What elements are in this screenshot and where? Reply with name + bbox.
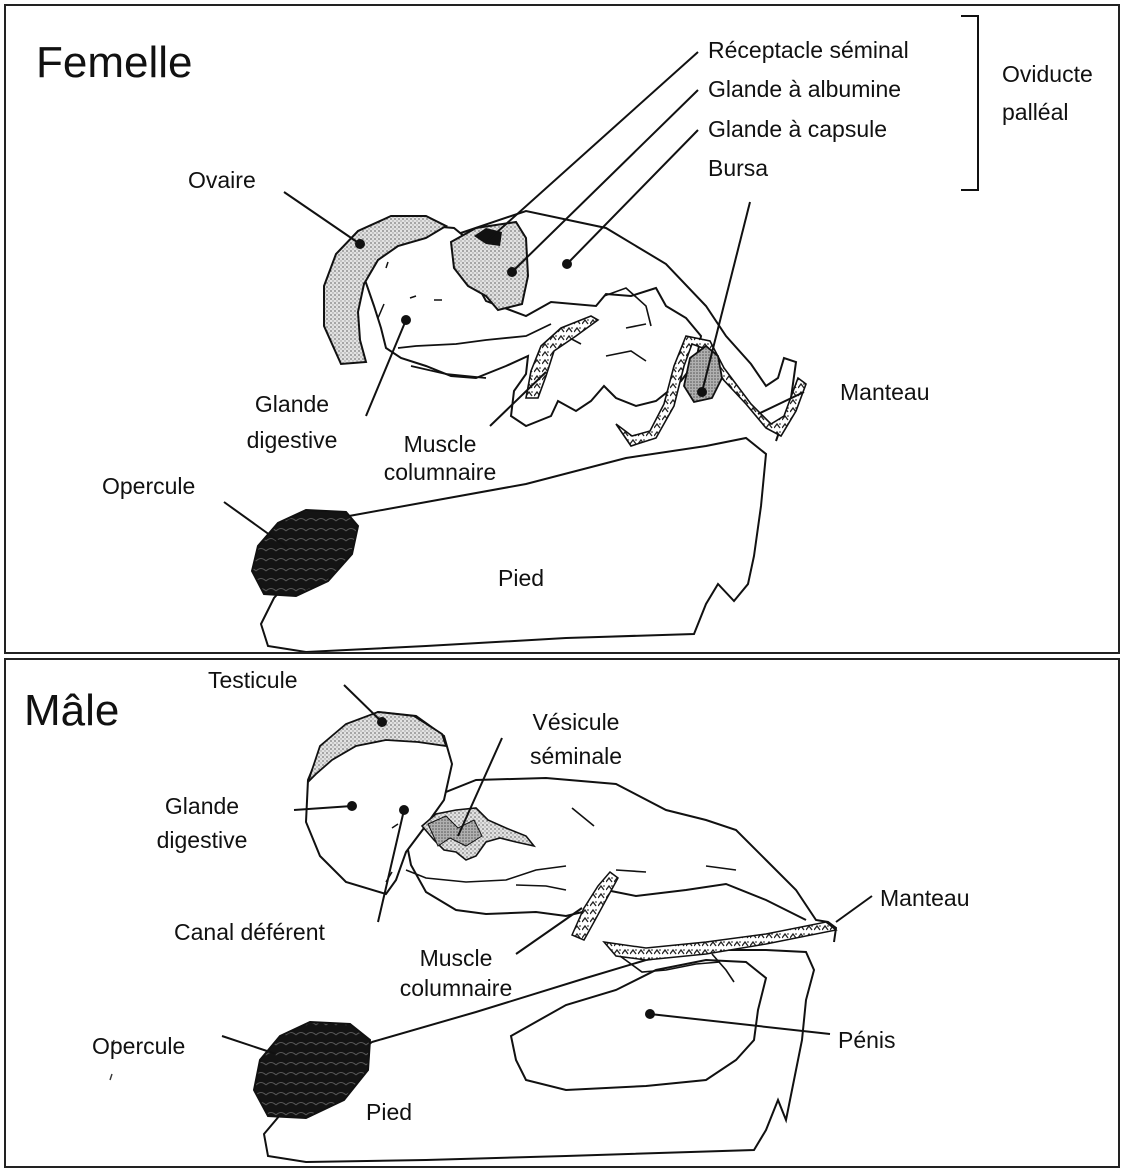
label-glande: Glande — [255, 384, 329, 424]
female-diagram — [6, 6, 1118, 652]
male-panel: Mâle Testicule Vésicule séminale Glande … — [4, 658, 1120, 1168]
label-receptacle-seminal: Réceptacle séminal — [708, 30, 909, 70]
male-title: Mâle — [24, 686, 119, 736]
label-pied: Pied — [498, 558, 544, 598]
label-columnaire: columnaire — [384, 452, 497, 492]
columellar-muscle-band — [572, 872, 618, 940]
label-opercule: Opercule — [92, 1026, 185, 1066]
label-oviducte: Oviducte — [1002, 54, 1093, 94]
label-bursa: Bursa — [708, 148, 768, 188]
label-testicule: Testicule — [208, 660, 297, 700]
label-opercule: Opercule — [102, 466, 195, 506]
label-manteau: Manteau — [880, 878, 970, 918]
oviducte-bracket — [961, 16, 978, 190]
label-pied: Pied — [366, 1092, 412, 1132]
label-glande-albumine: Glande à albumine — [708, 69, 901, 109]
label-digestive: digestive — [157, 820, 248, 860]
label-columnaire: columnaire — [400, 968, 513, 1008]
label-seminale: séminale — [530, 736, 622, 776]
label-manteau: Manteau — [840, 372, 930, 412]
label-canal-deferent: Canal déférent — [174, 912, 325, 952]
label-digestive: digestive — [247, 420, 338, 460]
label-ovaire: Ovaire — [188, 160, 256, 200]
female-title: Femelle — [36, 38, 193, 88]
label-glande-capsule: Glande à capsule — [708, 109, 887, 149]
label-palleal: palléal — [1002, 92, 1069, 132]
label-penis: Pénis — [838, 1020, 896, 1060]
female-panel: Femelle Réceptacle séminal Glande à albu… — [4, 4, 1120, 654]
body-outline — [406, 778, 836, 942]
